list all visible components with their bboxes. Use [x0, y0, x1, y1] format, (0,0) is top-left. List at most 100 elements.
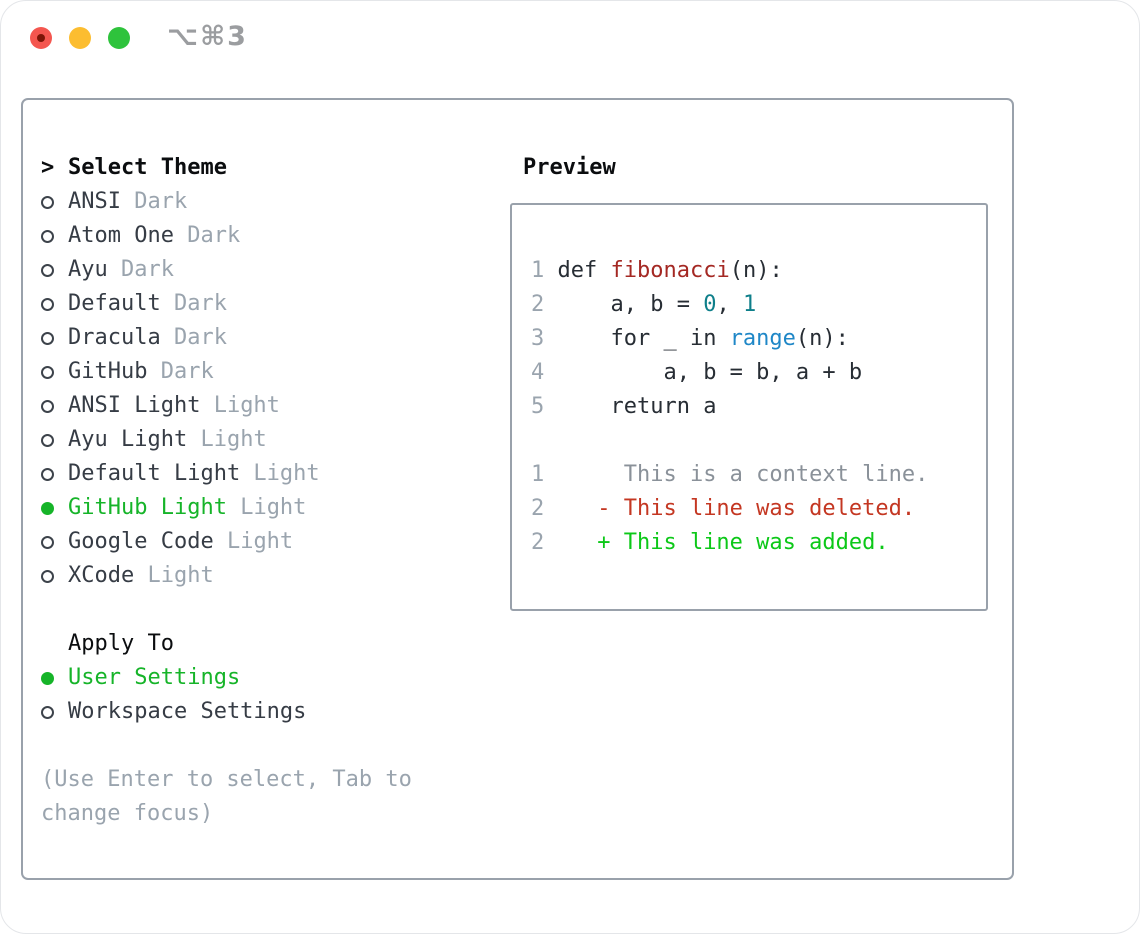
- theme-option-github-light[interactable]: GitHub Light Light: [41, 491, 412, 525]
- radio-icon: [41, 457, 68, 491]
- radio-icon: [41, 253, 68, 287]
- diff-line-text: - This line was deleted.: [544, 496, 916, 521]
- radio-icon: [41, 695, 68, 729]
- theme-name: GitHub: [68, 359, 148, 384]
- code-token: (n):: [729, 258, 783, 283]
- radio-circle: [41, 706, 54, 719]
- theme-option-ayu-light[interactable]: Ayu Light Light: [41, 423, 412, 457]
- line-number: 2: [531, 496, 545, 521]
- code-token: return a: [557, 394, 717, 419]
- theme-option-default[interactable]: Default Dark: [41, 287, 412, 321]
- radio-icon: [41, 321, 68, 355]
- code-token: range: [729, 326, 796, 351]
- theme-option-github[interactable]: GitHub Dark: [41, 355, 412, 389]
- code-line-text: return a: [544, 394, 716, 419]
- radio-icon: [41, 355, 68, 389]
- radio-circle: [41, 230, 54, 243]
- apply-option-label: Workspace Settings: [68, 699, 307, 724]
- preview-column: Preview 1 def fibonacci(n): 2 a, b = 0, 1…: [503, 151, 988, 611]
- theme-variant: Dark: [160, 291, 227, 316]
- help-text-line: change focus): [41, 801, 214, 826]
- line-number: 1: [531, 462, 545, 487]
- radio-icon: [41, 525, 68, 559]
- preview-header: Preview: [503, 151, 988, 185]
- theme-option-ansi[interactable]: ANSI Dark: [41, 185, 412, 219]
- minimize-button[interactable]: [69, 27, 91, 49]
- radio-circle: [41, 502, 54, 515]
- code-line-text: def fibonacci(n):: [544, 258, 783, 283]
- code-token: 0: [703, 292, 717, 317]
- theme-variant: Dark: [147, 359, 214, 384]
- code-line: 2 a, b = 0, 1: [531, 288, 986, 322]
- diff-line-text: + This line was added.: [544, 530, 889, 555]
- diff-line-context: 1 This is a context line.: [531, 458, 986, 492]
- line-number: 2: [531, 292, 545, 317]
- theme-option-xcode[interactable]: XCode Light: [41, 559, 412, 593]
- code-token: 1: [742, 292, 757, 317]
- apply-option-label: User Settings: [68, 665, 241, 690]
- radio-circle: [41, 298, 54, 311]
- radio-selected-icon: [41, 661, 68, 695]
- code-line: 4 a, b = b, a + b: [531, 356, 986, 390]
- code-token: (n):: [795, 326, 849, 351]
- apply-to-header: Apply To: [41, 627, 412, 661]
- theme-name: Default: [68, 291, 161, 316]
- line-number: 2: [531, 530, 545, 555]
- diff-line-deleted: 2 - This line was deleted.: [531, 492, 986, 526]
- theme-name: XCode: [68, 563, 135, 588]
- apply-option-user-settings[interactable]: User Settings: [41, 661, 412, 695]
- select-theme-title: Select Theme: [68, 155, 227, 180]
- theme-variant: Light: [187, 427, 267, 452]
- preview-title: Preview: [523, 155, 616, 180]
- theme-option-default-light[interactable]: Default Light Light: [41, 457, 412, 491]
- theme-option-ansi-light[interactable]: ANSI Light Light: [41, 389, 412, 423]
- code-token: fibonacci: [610, 258, 730, 283]
- theme-option-dracula[interactable]: Dracula Dark: [41, 321, 412, 355]
- theme-name: Atom One: [68, 223, 174, 248]
- spacer: [41, 593, 412, 627]
- select-theme-header: > Select Theme: [41, 151, 412, 185]
- close-dot-icon: [37, 34, 45, 42]
- apply-to-title: Apply To: [68, 631, 174, 656]
- code-token: for _ in: [557, 326, 730, 351]
- radio-selected-icon: [41, 491, 68, 525]
- theme-name: Dracula: [68, 325, 161, 350]
- theme-option-ayu[interactable]: Ayu Dark: [41, 253, 412, 287]
- titlebar: ⌥⌘3: [1, 1, 1139, 76]
- cursor-icon: >: [41, 155, 55, 180]
- window-title: ⌥⌘3: [167, 21, 248, 52]
- theme-name: Google Code: [68, 529, 214, 554]
- apply-option-workspace-settings[interactable]: Workspace Settings: [41, 695, 412, 729]
- radio-icon: [41, 389, 68, 423]
- close-button[interactable]: [30, 27, 52, 49]
- code-line-text: a, b = b, a + b: [544, 360, 862, 385]
- zoom-button[interactable]: [108, 27, 130, 49]
- theme-variant: Light: [240, 461, 320, 486]
- radio-icon: [41, 185, 68, 219]
- theme-variant: Light: [213, 529, 294, 554]
- theme-variant: Light: [134, 563, 214, 588]
- help-text-line: (Use Enter to select, Tab to: [41, 767, 412, 792]
- line-number: 1: [531, 258, 545, 283]
- radio-circle: [41, 570, 54, 583]
- theme-option-atom-one[interactable]: Atom One Dark: [41, 219, 412, 253]
- line-number: 3: [531, 326, 545, 351]
- diff-line-added: 2 + This line was added.: [531, 526, 986, 560]
- blank-line: [531, 424, 986, 458]
- theme-option-google-code[interactable]: Google Code Light: [41, 525, 412, 559]
- theme-name: Ayu Light: [68, 427, 188, 452]
- code-line-text: a, b = 0, 1: [544, 292, 756, 317]
- code-line: 3 for _ in range(n):: [531, 322, 986, 356]
- code-token: a, b = b, a + b: [557, 360, 863, 385]
- code-line: 5 return a: [531, 390, 986, 424]
- code-token: ,: [716, 292, 743, 317]
- theme-variant: Dark: [120, 189, 188, 214]
- theme-variant: Light: [226, 495, 307, 520]
